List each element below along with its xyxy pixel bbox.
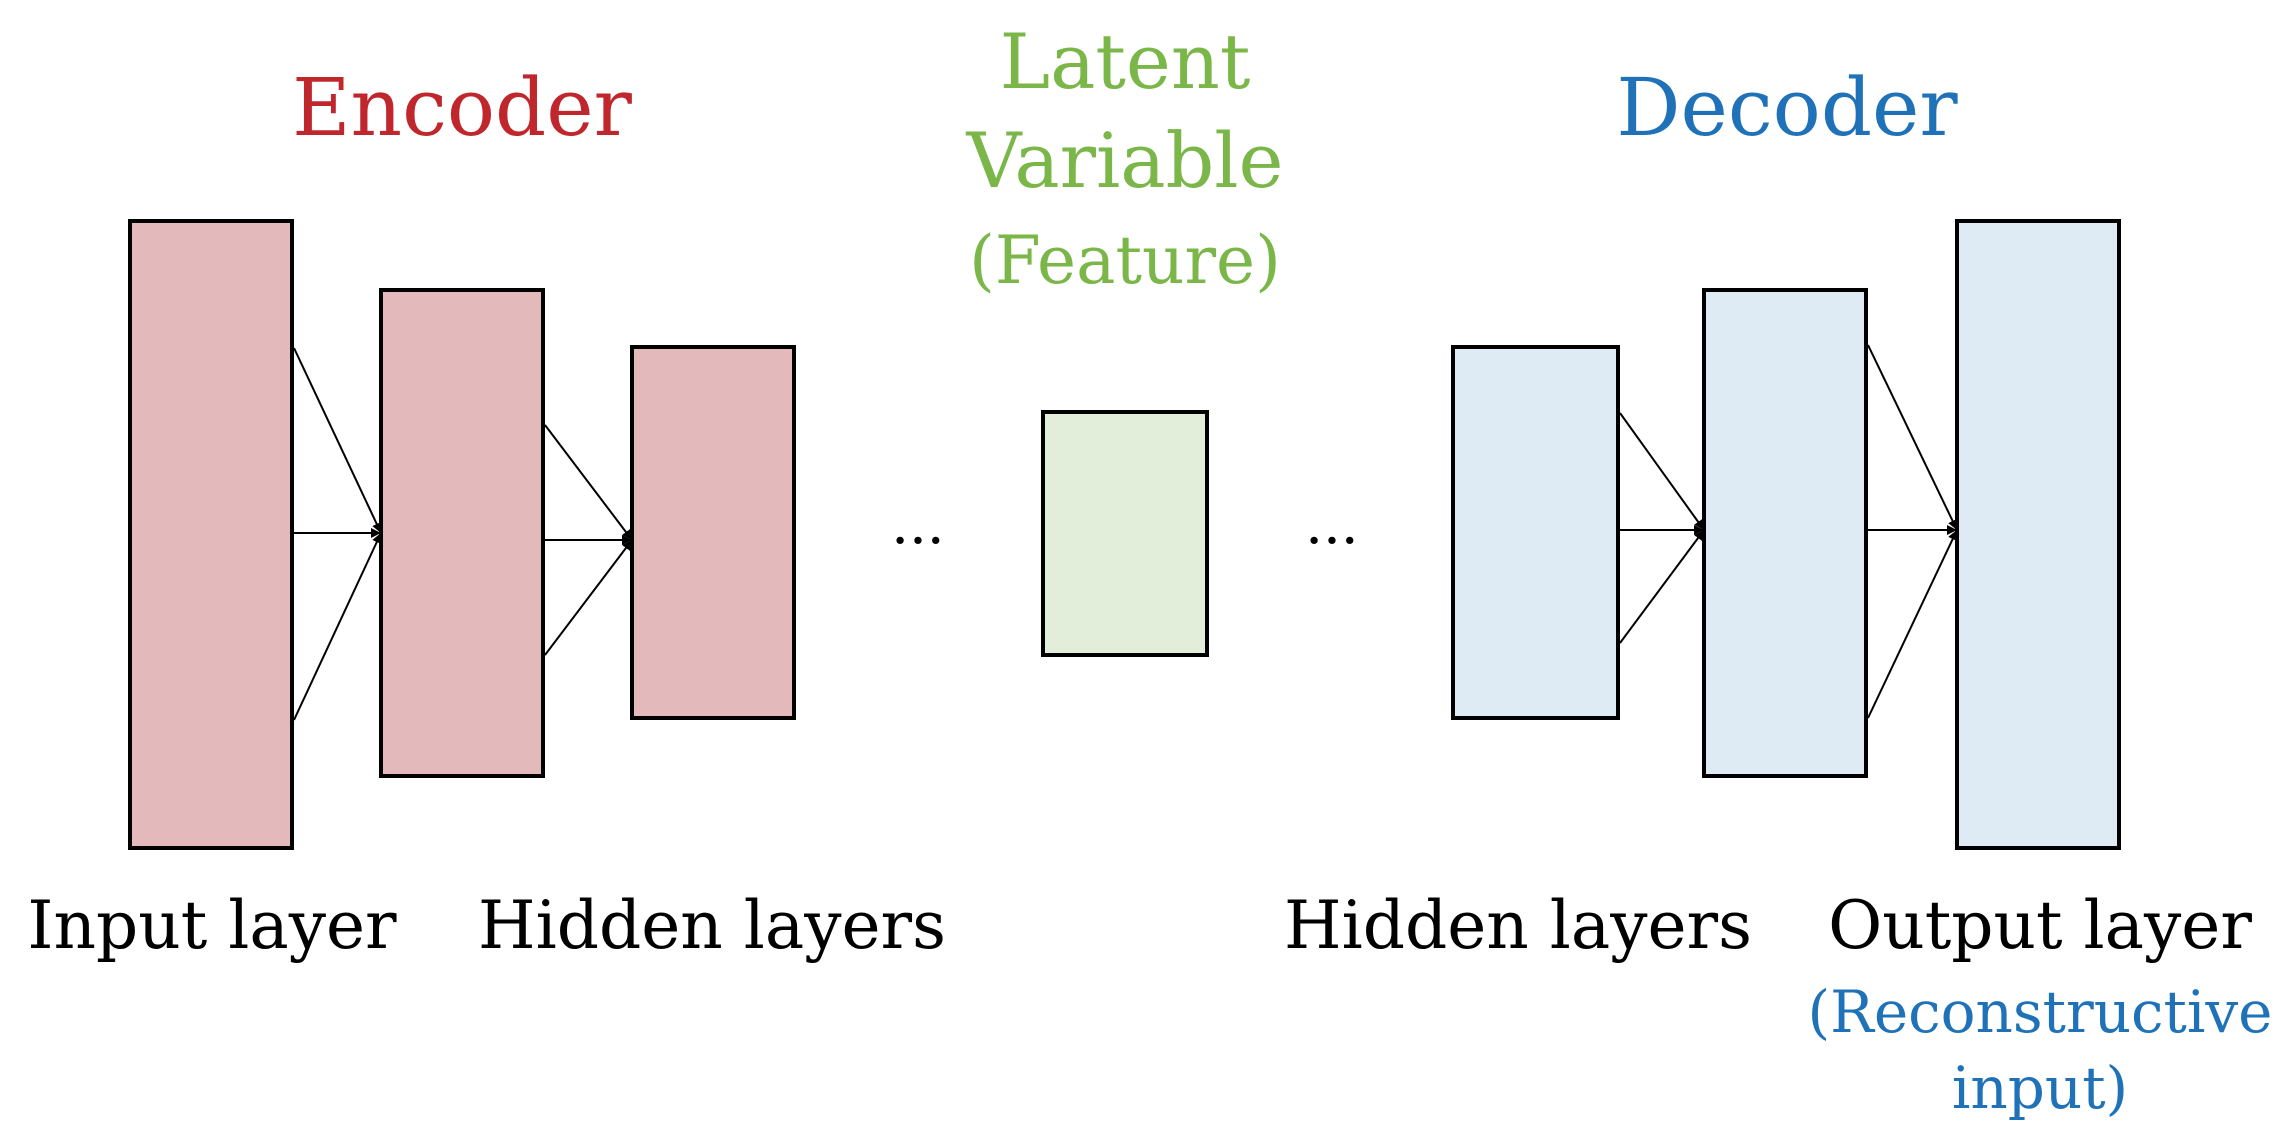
output-note-line1: (Reconstructive xyxy=(1808,978,2273,1046)
decoder-hidden-layer-box-1 xyxy=(1451,345,1620,720)
encoder-title: Encoder xyxy=(292,61,632,154)
encoder-hidden-layers-label: Hidden layers xyxy=(478,887,946,964)
encoder-hidden-layer-box-2 xyxy=(630,345,796,720)
decoder-output-layer-box xyxy=(1955,219,2121,850)
output-layer-label: Output layer xyxy=(1828,887,2252,964)
latent-layer-box xyxy=(1041,410,1209,657)
decoder-hidden-layer-box-2 xyxy=(1702,288,1868,778)
latent-title-line3: (Feature) xyxy=(969,222,1281,299)
encoder-input-layer-box xyxy=(128,219,294,850)
input-layer-label: Input layer xyxy=(27,887,397,964)
encoder-hidden-layer-box-1 xyxy=(379,288,545,778)
ellipsis-right: ··· xyxy=(1305,509,1358,574)
decoder-hidden-layers-label: Hidden layers xyxy=(1284,887,1752,964)
arrows-decoder-hidden-to-hidden xyxy=(1619,412,1705,644)
decoder-title: Decoder xyxy=(1616,61,1958,154)
latent-title-line1: Latent xyxy=(1000,17,1251,106)
ellipsis-left: ··· xyxy=(891,509,944,574)
arrows-hidden-to-output xyxy=(1867,344,1958,719)
arrows-hidden-to-hidden xyxy=(544,424,633,656)
latent-title-line2: Variable xyxy=(965,116,1283,205)
output-note-line2: input) xyxy=(1952,1054,2128,1122)
arrows-input-to-hidden xyxy=(293,347,382,721)
